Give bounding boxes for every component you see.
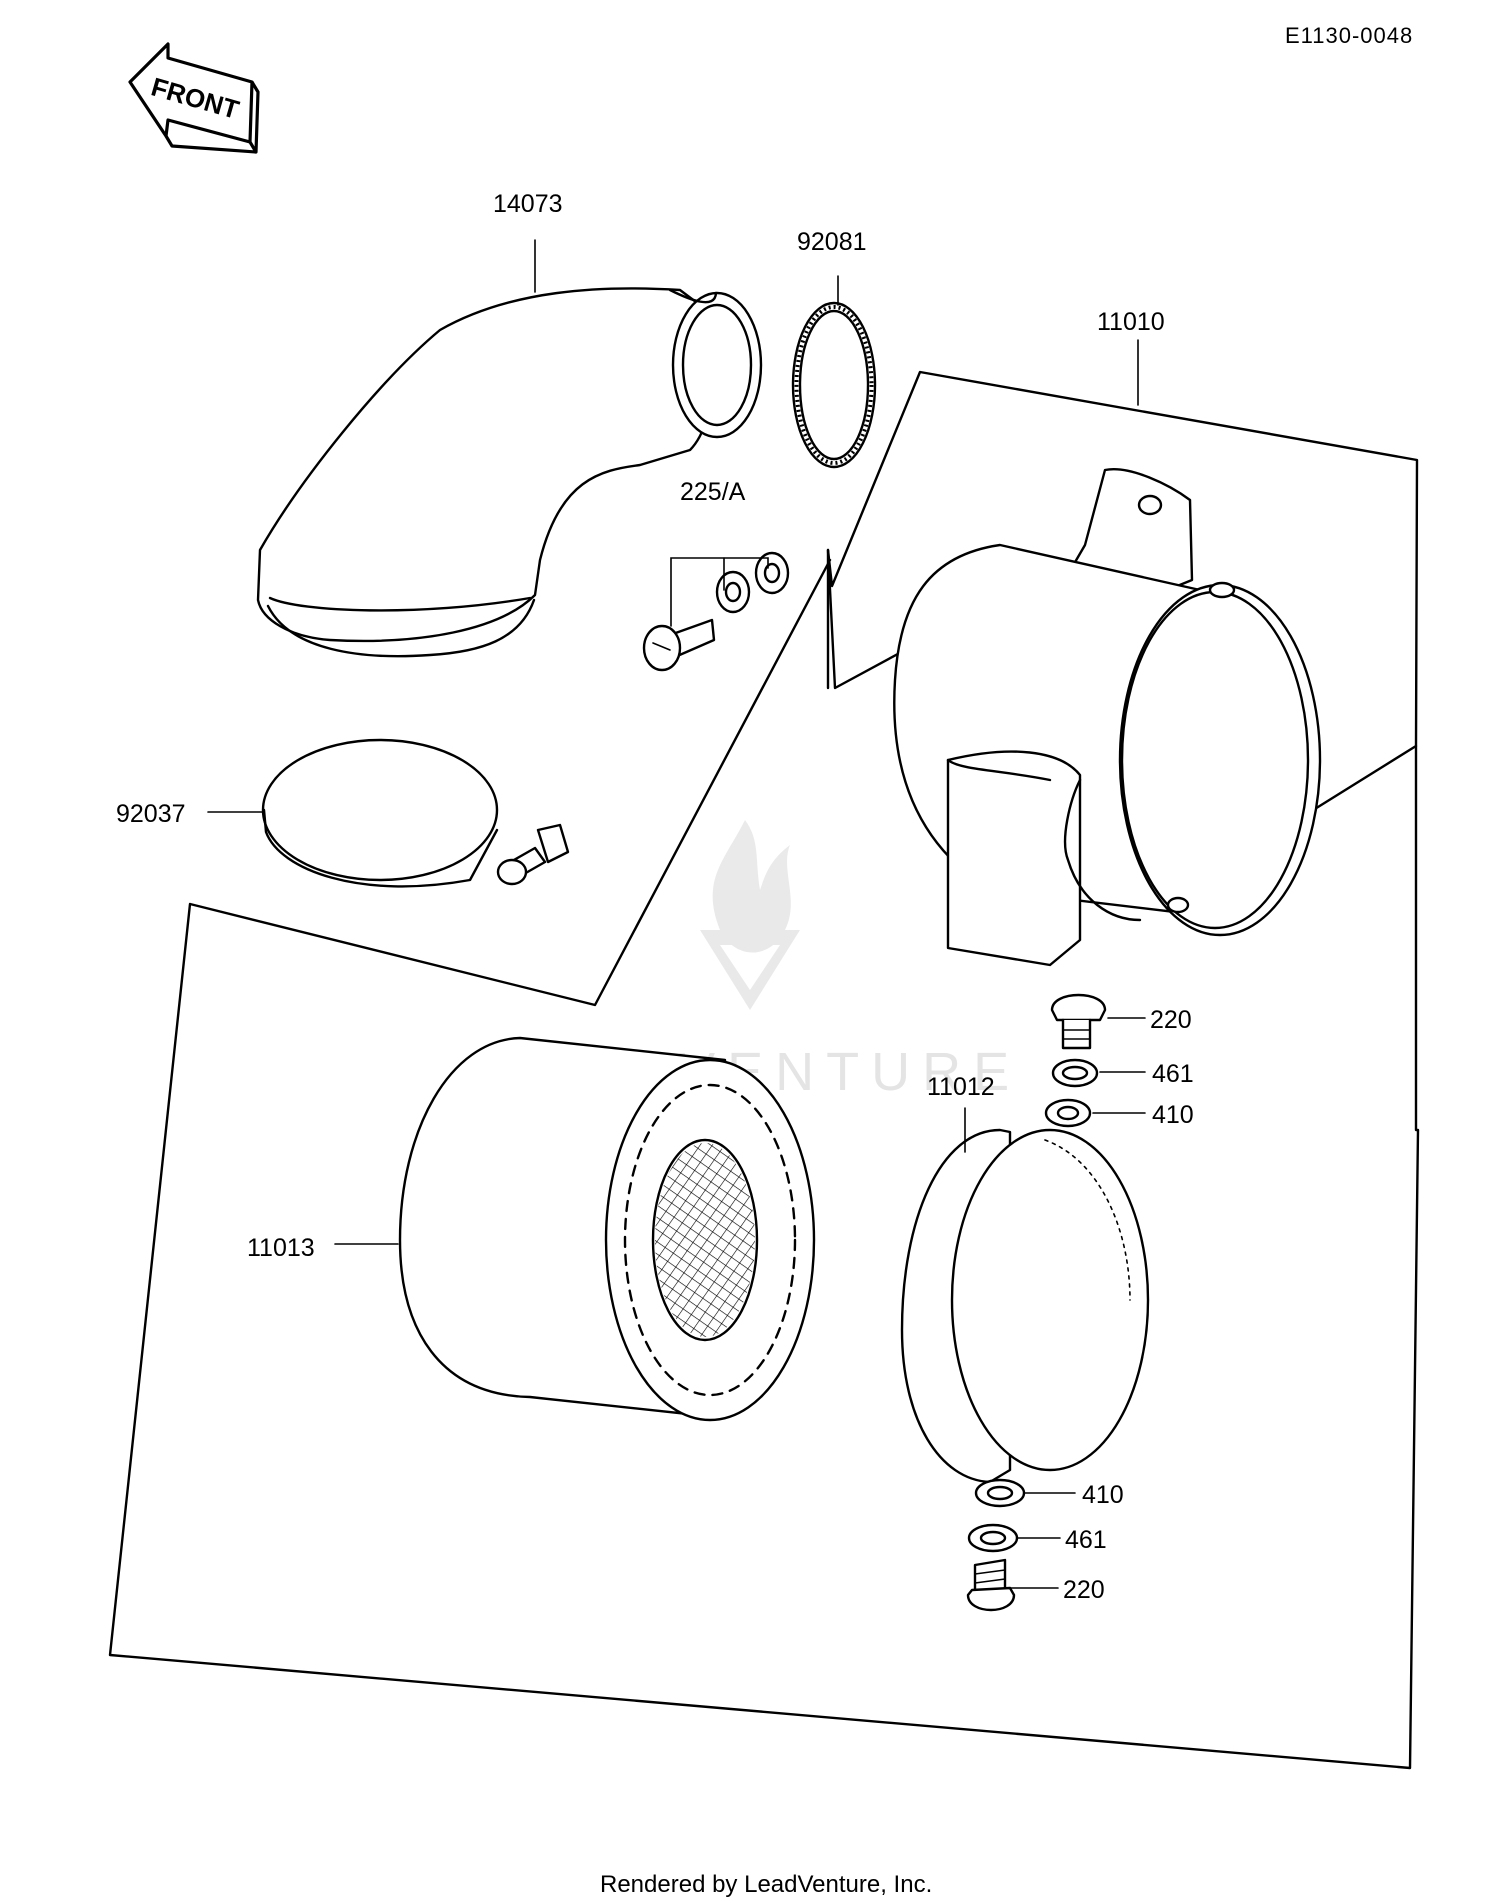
- part-label-461-lower: 461: [1065, 1526, 1107, 1554]
- washer-410-lower: [974, 1478, 1026, 1508]
- washer-461-upper: [1051, 1058, 1099, 1088]
- part-label-461-upper: 461: [1152, 1060, 1194, 1088]
- part-label-11013: 11013: [247, 1234, 315, 1262]
- filter-element: [398, 1036, 816, 1422]
- part-label-220-lower: 220: [1063, 1576, 1105, 1604]
- doc-code: E1130-0048: [1285, 23, 1413, 48]
- part-label-11010: 11010: [1097, 308, 1165, 336]
- bolt-220-lower: [966, 1558, 1016, 1612]
- washer-461-lower: [967, 1523, 1019, 1553]
- air-cleaner-case: [893, 468, 1322, 967]
- part-label-92081: 92081: [797, 228, 867, 256]
- part-label-410-lower: 410: [1082, 1481, 1124, 1509]
- hose-clamp: [261, 738, 570, 888]
- front-arrow-icon: FRONT: [128, 42, 260, 154]
- part-label-410-upper: 410: [1152, 1101, 1194, 1129]
- screw-225a: [642, 551, 790, 672]
- end-cover: [900, 1128, 1150, 1484]
- footer-credit: Rendered by LeadVenture, Inc.: [600, 1871, 932, 1898]
- part-label-220-upper: 220: [1150, 1006, 1192, 1034]
- part-label-11012: 11012: [927, 1073, 995, 1101]
- bolt-220-upper: [1050, 993, 1107, 1050]
- filter-group-outline: [108, 558, 1420, 1770]
- intake-duct: [256, 287, 763, 658]
- part-label-92037: 92037: [116, 800, 186, 828]
- washer-410-upper: [1044, 1098, 1092, 1128]
- part-label-225a: 225/A: [680, 478, 746, 506]
- gasket-ring: [791, 301, 877, 469]
- part-label-14073: 14073: [493, 190, 563, 218]
